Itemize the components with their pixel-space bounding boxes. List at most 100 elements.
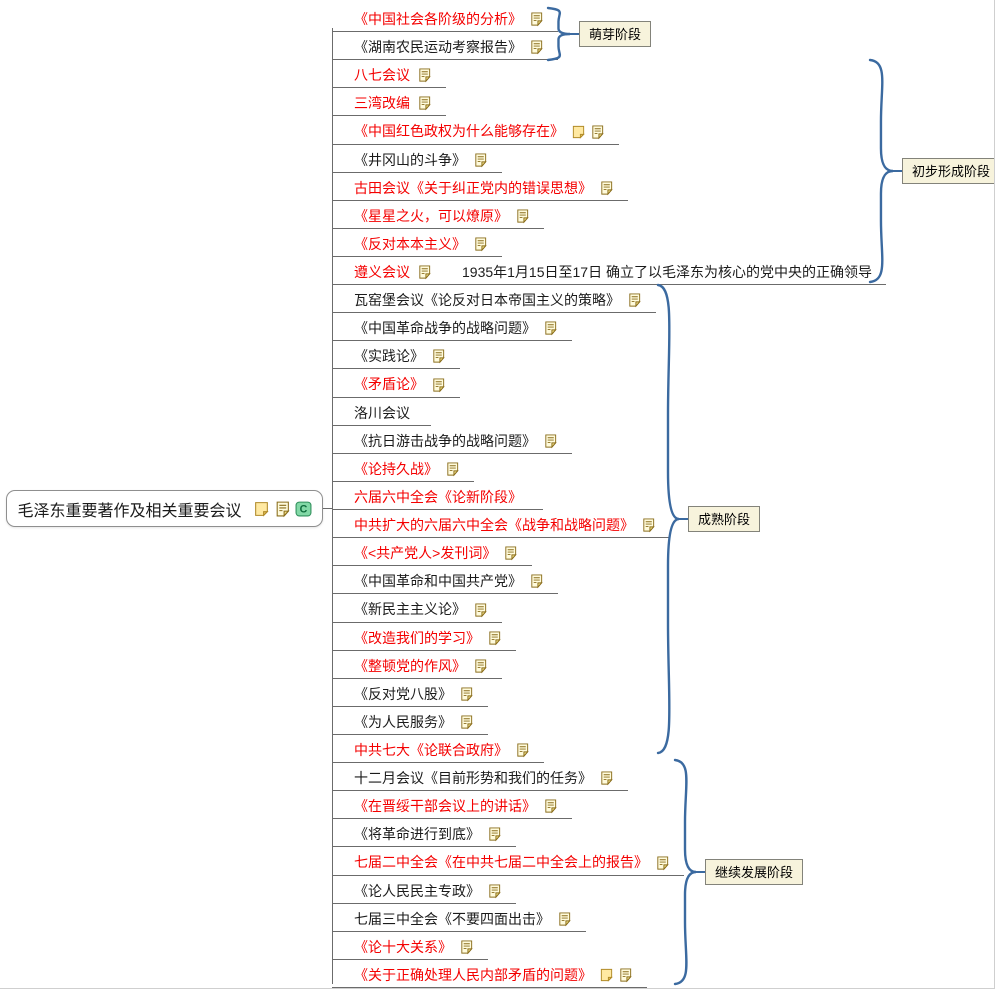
topic-label: 《抗日游击战争的战略问题》 bbox=[354, 432, 536, 449]
notes-icon[interactable] bbox=[599, 180, 614, 196]
topic-label: 《矛盾论》 bbox=[354, 376, 424, 393]
notes-icon[interactable] bbox=[557, 911, 572, 927]
topic-icons bbox=[431, 377, 446, 393]
notes-icon[interactable] bbox=[641, 517, 656, 533]
topic-row[interactable]: 《论持久战》 bbox=[332, 450, 474, 482]
sticker-icon[interactable] bbox=[253, 500, 270, 518]
topic-icons bbox=[655, 855, 670, 871]
stage-label[interactable]: 初步形成阶段 bbox=[902, 157, 994, 184]
notes-icon[interactable] bbox=[417, 95, 432, 111]
topic-row[interactable]: 《为人民服务》 bbox=[332, 703, 488, 735]
topic-row[interactable]: 《矛盾论》 bbox=[332, 366, 460, 398]
topic-row[interactable]: 古田会议《关于纠正党内的错误思想》 bbox=[332, 169, 628, 201]
topic-row[interactable]: 七届三中全会《不要四面出击》 bbox=[332, 900, 586, 932]
notes-icon[interactable] bbox=[473, 602, 488, 618]
notes-icon[interactable] bbox=[459, 714, 474, 730]
notes-icon[interactable] bbox=[503, 545, 518, 561]
notes-icon[interactable] bbox=[445, 461, 460, 477]
topic-row[interactable]: 《改造我们的学习》 bbox=[332, 619, 516, 651]
topic-icons bbox=[487, 826, 502, 842]
topic-row[interactable]: 《整顿党的作风》 bbox=[332, 647, 502, 679]
topic-row[interactable]: 《中国红色政权为什么能够存在》 bbox=[332, 113, 619, 145]
notes-icon[interactable] bbox=[473, 658, 488, 674]
notes-icon[interactable] bbox=[431, 348, 446, 364]
notes-icon[interactable] bbox=[618, 967, 633, 983]
notes-icon[interactable] bbox=[627, 292, 642, 308]
topic-row[interactable]: 十二月会议《目前形势和我们的任务》 bbox=[332, 759, 628, 792]
stage-label[interactable]: 萌芽阶段 bbox=[579, 20, 652, 47]
notes-icon[interactable] bbox=[459, 686, 474, 702]
topic-label: 《在晋绥干部会议上的讲话》 bbox=[354, 798, 536, 815]
stage-label[interactable]: 成熟阶段 bbox=[688, 505, 761, 532]
notes-icon[interactable] bbox=[599, 770, 614, 786]
notes-icon[interactable] bbox=[655, 855, 670, 871]
notes-icon[interactable] bbox=[487, 826, 502, 842]
c-badge-icon[interactable]: C bbox=[295, 500, 312, 518]
sticker-icon[interactable] bbox=[571, 124, 586, 140]
notes-icon[interactable] bbox=[590, 124, 605, 140]
topic-row[interactable]: 《井冈山的斗争》 bbox=[332, 141, 502, 173]
topic-row[interactable]: 《<共产党人>发刊词》 bbox=[332, 534, 533, 567]
stage-brace bbox=[673, 758, 697, 986]
topic-row[interactable]: 《将革命进行到底》 bbox=[332, 815, 516, 848]
root-icons: C bbox=[253, 500, 312, 518]
topic-row[interactable]: 《湖南农民运动考察报告》 bbox=[332, 28, 558, 61]
topic-row[interactable]: 遵义会议 1935年1月15日至17日 确立了以毛泽东为核心的党中央的正确领导 bbox=[332, 253, 886, 286]
notes-icon[interactable] bbox=[274, 500, 291, 518]
notes-icon[interactable] bbox=[529, 11, 544, 27]
topic-row[interactable]: 《星星之火，可以燎原》 bbox=[332, 197, 544, 229]
topic-row[interactable]: 《论人民民主专政》 bbox=[332, 872, 516, 904]
notes-icon[interactable] bbox=[473, 236, 488, 252]
topic-row[interactable]: 《中国社会各阶级的分析》 bbox=[332, 0, 558, 32]
topic-row[interactable]: 中共扩大的六届六中全会《战争和战略问题》 bbox=[332, 506, 670, 539]
topic-label: 中共扩大的六届六中全会《战争和战略问题》 bbox=[354, 517, 634, 533]
notes-icon[interactable] bbox=[459, 939, 474, 955]
topic-row[interactable]: 洛川会议 bbox=[332, 394, 431, 426]
topic-row[interactable]: 七届二中全会《在中共七届二中全会上的报告》 bbox=[332, 844, 684, 876]
notes-icon[interactable] bbox=[529, 39, 544, 55]
topic-label: 《关于正确处理人民内部矛盾的问题》 bbox=[354, 966, 592, 983]
topic-row[interactable]: 八七会议 bbox=[332, 56, 446, 89]
notes-icon[interactable] bbox=[529, 573, 544, 589]
root-title: 毛泽东重要著作及相关重要会议 bbox=[17, 502, 242, 520]
trunk-line bbox=[332, 28, 333, 984]
topic-label: 《湖南农民运动考察报告》 bbox=[354, 39, 522, 55]
topic-row[interactable]: 《在晋绥干部会议上的讲话》 bbox=[332, 787, 572, 820]
topic-icons bbox=[473, 602, 488, 618]
notes-icon[interactable] bbox=[543, 320, 558, 336]
notes-icon[interactable] bbox=[515, 742, 530, 758]
topic-row[interactable]: 三湾改编 bbox=[332, 84, 446, 117]
topic-row[interactable]: 《抗日游击战争的战略问题》 bbox=[332, 422, 572, 454]
topic-label: 《中国革命战争的战略问题》 bbox=[354, 320, 536, 337]
topic-icons bbox=[459, 686, 474, 702]
topic-row[interactable]: 《中国革命和中国共产党》 bbox=[332, 562, 558, 595]
topic-label: 《整顿党的作风》 bbox=[354, 657, 466, 674]
notes-icon[interactable] bbox=[543, 433, 558, 449]
topic-row[interactable]: 中共七大《论联合政府》 bbox=[332, 731, 544, 764]
topic-row[interactable]: 瓦窑堡会议《论反对日本帝国主义的策略》 bbox=[332, 281, 656, 314]
stage-label[interactable]: 继续发展阶段 bbox=[705, 858, 804, 885]
notes-icon[interactable] bbox=[487, 883, 502, 899]
notes-icon[interactable] bbox=[543, 798, 558, 814]
topic-label: 古田会议《关于纠正党内的错误思想》 bbox=[354, 179, 592, 196]
notes-icon[interactable] bbox=[417, 264, 432, 280]
topic-row[interactable]: 六届六中全会《论新阶段》 bbox=[332, 478, 543, 510]
notes-icon[interactable] bbox=[417, 67, 432, 83]
topic-row[interactable]: 《关于正确处理人民内部矛盾的问题》 bbox=[332, 956, 647, 988]
topic-row[interactable]: 《中国革命战争的战略问题》 bbox=[332, 309, 572, 342]
notes-icon[interactable] bbox=[473, 152, 488, 168]
topic-row[interactable]: 《论十大关系》 bbox=[332, 928, 488, 960]
topic-label: 《改造我们的学习》 bbox=[354, 629, 480, 646]
notes-icon[interactable] bbox=[431, 377, 446, 393]
topic-icons bbox=[627, 292, 642, 308]
stage-brace bbox=[656, 283, 680, 755]
topic-row[interactable]: 《反对党八股》 bbox=[332, 675, 488, 707]
topic-row[interactable]: 《实践论》 bbox=[332, 337, 460, 370]
topic-row[interactable]: 《新民主主义论》 bbox=[332, 591, 502, 623]
sticker-icon[interactable] bbox=[599, 967, 614, 983]
notes-icon[interactable] bbox=[515, 208, 530, 224]
notes-icon[interactable] bbox=[487, 630, 502, 646]
root-topic[interactable]: 毛泽东重要著作及相关重要会议 C bbox=[6, 490, 323, 527]
topic-row[interactable]: 《反对本本主义》 bbox=[332, 225, 502, 257]
